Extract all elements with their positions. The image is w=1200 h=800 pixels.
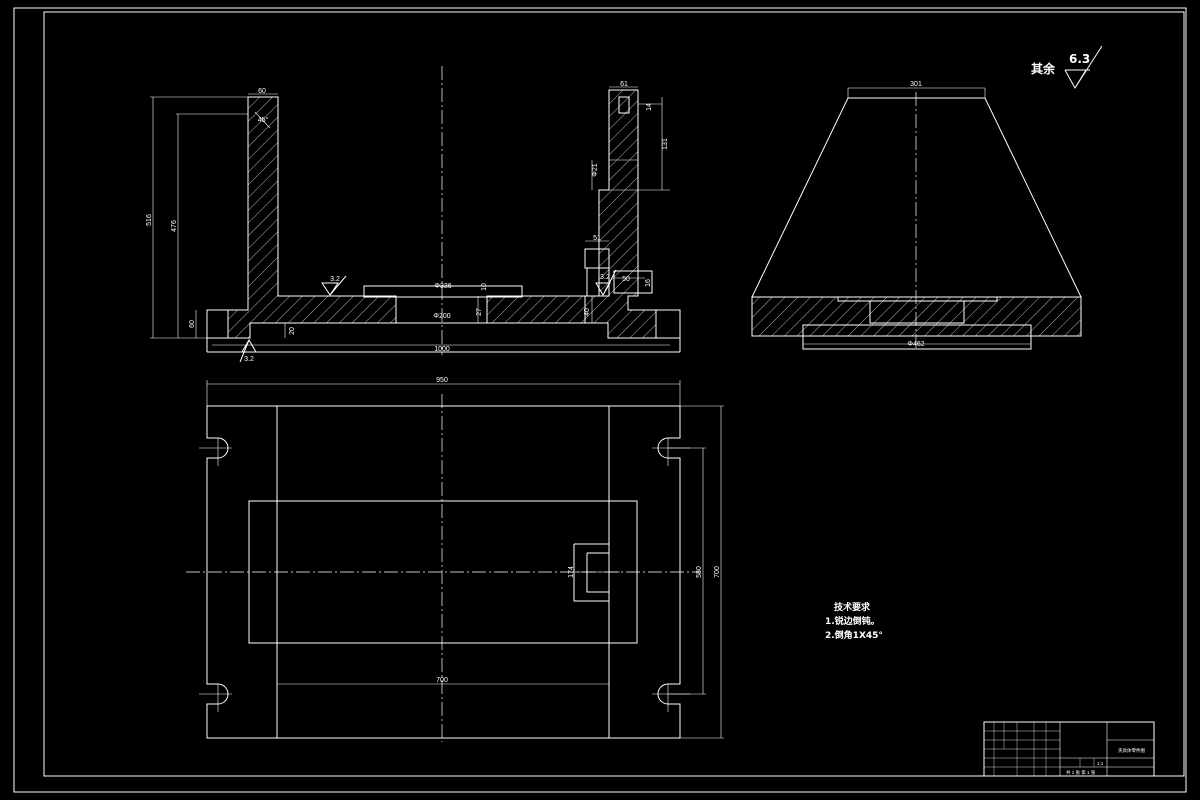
dim-total-height: 516 [146, 214, 153, 226]
tech-req-line-2: 2.倒角1X45° [825, 629, 883, 641]
plan-view: 174 950 700 700 580 [186, 377, 724, 742]
dim-step-height: 16 [645, 279, 652, 287]
dim-bottom-dia: Φ462 [907, 341, 924, 348]
dim-groove-depth: 10 [481, 283, 488, 291]
dim-base-thickness: 60 [189, 320, 196, 328]
dim-overall-width: 1000 [434, 346, 450, 353]
dim-base-step: 20 [289, 327, 296, 335]
dim-plan-width: 950 [436, 377, 448, 384]
rest-label: 其余 [1031, 61, 1056, 76]
title-scale: 1:1 [1097, 761, 1104, 766]
outer-border [13, 7, 1187, 793]
title-part-name: 夹具体零件图 [1118, 747, 1145, 754]
svg-text:3.2: 3.2 [330, 276, 340, 283]
inner-border [43, 11, 1185, 777]
roughness-symbol-a: 3.2 [321, 275, 347, 296]
roughness-rest-note: 其余 6.3 [1031, 45, 1103, 89]
dim-bore-depth: 27 [476, 308, 483, 316]
dim-wall-right: 61 [620, 81, 628, 88]
dim-plan-inner-width: 700 [436, 677, 448, 684]
dim-hole-dia: Φ21 [592, 163, 599, 176]
dim-plan-height-outer: 700 [714, 566, 721, 578]
title-block: 夹具体零件图 1:1 共 1 张 第 1 张 [983, 721, 1155, 777]
dim-bore-dia: Φ200 [433, 313, 450, 320]
tech-req-line-1: 1.锐边倒钝。 [825, 615, 880, 627]
dim-slot: 174 [568, 566, 575, 578]
front-section-view: 516 476 60 60 45° 1000 20 Φ336 10 Φ200 2… [146, 66, 681, 363]
dim-wall-left: 60 [258, 88, 266, 95]
side-view: 301 Φ462 [751, 81, 1082, 350]
technical-requirements: 技术要求 1.锐边倒钝。 2.倒角1X45° [825, 601, 883, 641]
dim-side-groove: 40 [584, 308, 591, 316]
roughness-symbol-c: 3.2 [239, 339, 257, 363]
dim-angle: 45° [258, 116, 269, 124]
dim-inner-height: 476 [171, 220, 178, 232]
roughness-symbol-b: 3.2 [595, 269, 617, 296]
rest-value: 6.3 [1069, 52, 1090, 66]
title-sheet: 共 1 张 第 1 张 [1066, 769, 1096, 776]
dim-step-small: 50 [622, 276, 630, 283]
dim-top-width: 301 [910, 81, 922, 88]
dim-step-width: 51 [593, 235, 601, 242]
svg-text:3.2: 3.2 [600, 274, 610, 281]
tech-req-title: 技术要求 [834, 601, 871, 613]
dim-plan-height-inner: 580 [696, 566, 703, 578]
dim-slot-depth: 131 [662, 138, 669, 150]
svg-text:3.2: 3.2 [244, 356, 254, 363]
dim-top-slot: 14 [646, 103, 653, 111]
dim-groove-dia: Φ336 [434, 283, 451, 290]
